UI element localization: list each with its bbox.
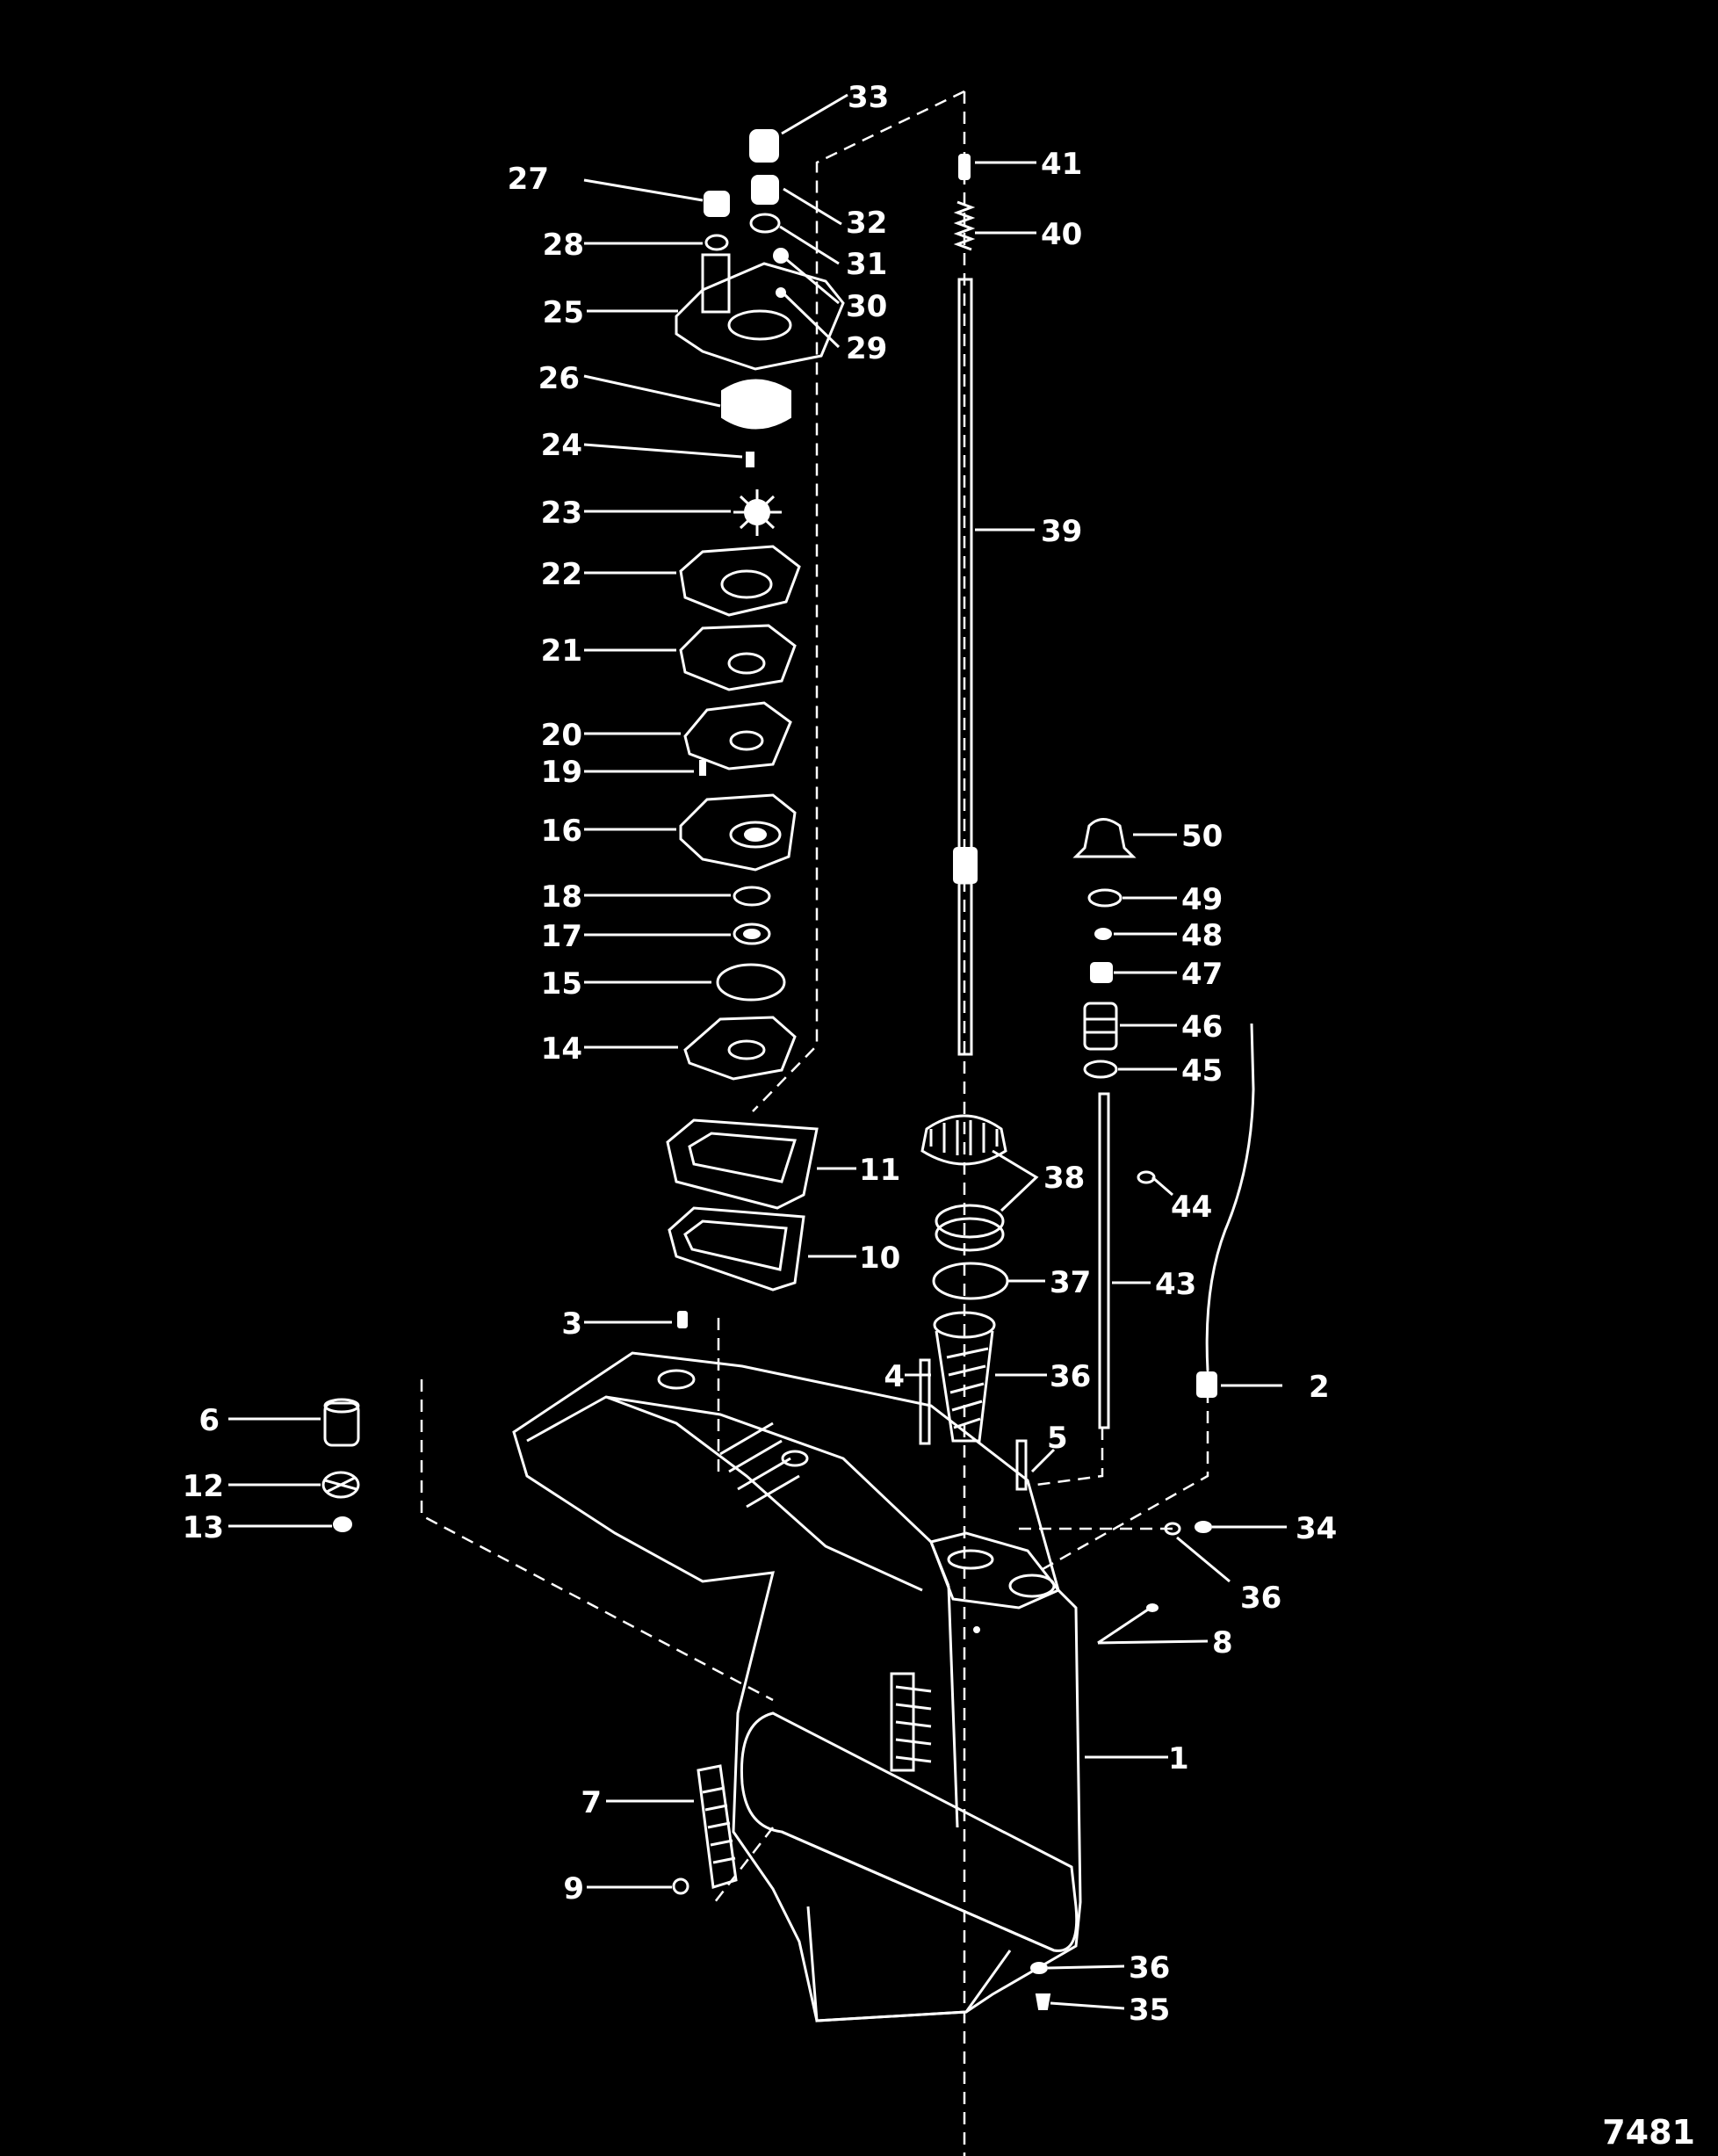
callout-46: 46 (1181, 1009, 1223, 1045)
callout-5: 5 (1047, 1421, 1068, 1456)
callout-13: 13 (183, 1510, 224, 1545)
callout-47: 47 (1181, 957, 1223, 992)
water-pump-parts (675, 129, 845, 1081)
callout-32: 32 (846, 206, 887, 241)
callout-18: 18 (541, 879, 582, 915)
callout-29: 29 (846, 331, 887, 366)
callout-11: 11 (859, 1153, 900, 1188)
callout-17: 17 (541, 919, 582, 954)
callout-24: 24 (541, 428, 582, 463)
callout-15: 15 (541, 966, 582, 1002)
callout-45: 45 (1181, 1053, 1223, 1089)
callout-41: 40 (1041, 217, 1082, 252)
callout-12: 12 (183, 1469, 224, 1504)
callout-20: 20 (541, 718, 582, 753)
callout-1: 1 (1168, 1741, 1189, 1776)
callout-33: 33 (848, 80, 889, 115)
callout-16: 16 (541, 814, 582, 849)
callout-21: 21 (541, 633, 582, 669)
callout-26: 26 (538, 361, 580, 396)
cover-plate-parts (666, 1118, 819, 1328)
callout-44: 44 (1171, 1190, 1212, 1225)
callout-25: 25 (543, 295, 584, 330)
shift-shaft-parts (1072, 818, 1255, 1429)
callout-39: 38 (1043, 1161, 1085, 1196)
callout-7: 7 (581, 1785, 602, 1820)
callout-8: 8 (1212, 1625, 1233, 1660)
callout-40: 39 (1041, 514, 1082, 549)
callout-28: 28 (543, 228, 584, 263)
callout-31: 31 (846, 247, 887, 282)
leader-lines (228, 93, 1287, 2010)
callout-48: 48 (1181, 918, 1223, 953)
callout-2: 2 (1309, 1370, 1330, 1405)
callout-labels: 33 27 28 32 31 30 29 25 26 24 23 22 21 2… (183, 80, 1695, 2152)
callout-42: 41 (1041, 147, 1082, 182)
callout-19: 19 (541, 755, 582, 790)
callout-9: 9 (563, 1871, 584, 1906)
callout-10: 10 (859, 1241, 900, 1276)
loose-parts (321, 1398, 1212, 2010)
callout-30: 30 (846, 289, 887, 324)
callout-14: 14 (541, 1031, 582, 1067)
callout-3: 3 (561, 1306, 582, 1342)
figure-number: 7481 (1602, 2113, 1695, 2152)
driveshaft-parts (919, 154, 1028, 1491)
callout-34: 34 (1296, 1511, 1337, 1546)
callout-27: 27 (508, 162, 549, 197)
callout-23: 23 (541, 496, 582, 531)
callout-38: 37 (1050, 1265, 1091, 1300)
callout-49: 49 (1181, 882, 1223, 917)
callout-37: 36 (1050, 1359, 1091, 1394)
callout-4: 4 (884, 1359, 905, 1394)
callout-22: 22 (541, 557, 582, 592)
callout-6: 6 (199, 1403, 220, 1438)
callout-43: 43 (1155, 1267, 1196, 1302)
callout-50: 50 (1181, 819, 1223, 854)
gearcase-housing (512, 1351, 1082, 2022)
callout-35: 35 (1129, 1993, 1170, 2028)
callout-36-lower: 36 (1129, 1950, 1170, 1986)
callout-36-upper: 36 (1240, 1581, 1281, 1616)
